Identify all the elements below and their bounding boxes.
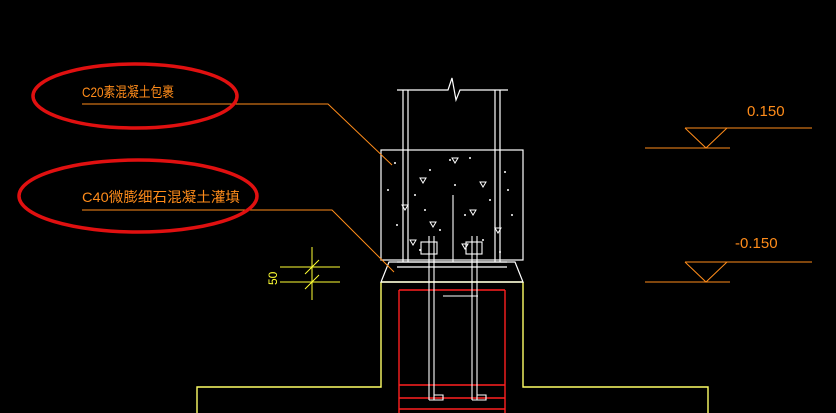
concrete-hatch <box>387 157 513 253</box>
anchor-bolts <box>420 195 487 401</box>
level-marker-bottom <box>645 261 812 283</box>
c40-label: C40微膨细石混凝土灌填 <box>82 189 240 205</box>
level-value-bottom: -0.150 <box>735 235 778 252</box>
c20-label: C20素混凝土包裹 <box>82 84 174 100</box>
dimension-value: 50 <box>266 271 280 285</box>
level-marker-top <box>645 127 812 149</box>
highlight-ellipse-c40 <box>17 158 259 234</box>
leader-lines <box>82 103 395 273</box>
highlight-ellipse-c20 <box>31 62 239 130</box>
pedestal-rebar <box>398 289 506 413</box>
steel-column <box>397 77 508 262</box>
dimension-50 <box>280 247 340 300</box>
level-value-top: 0.150 <box>747 103 785 120</box>
base-plate <box>380 261 524 283</box>
